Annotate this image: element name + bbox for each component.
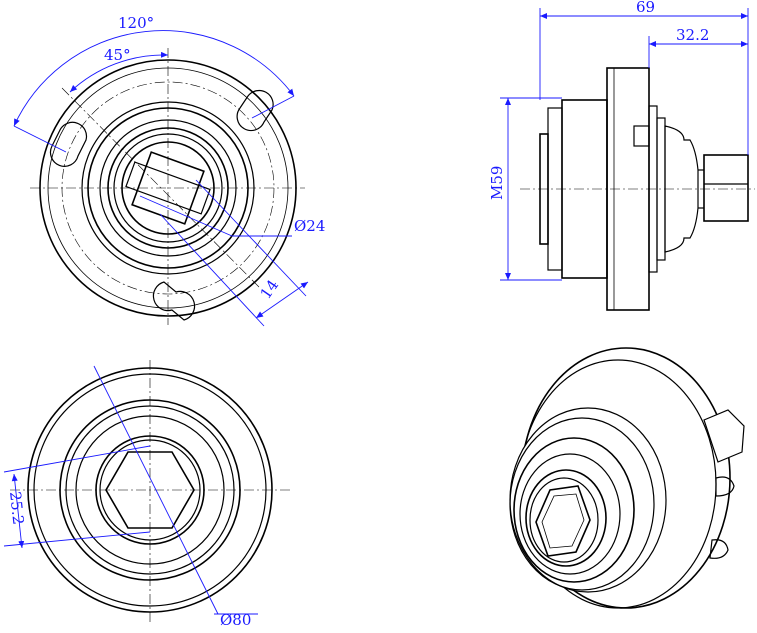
rear-view-hex [3,360,290,625]
slot-right [236,89,274,132]
side-view [500,8,755,311]
dim-hex-25-2: 25.2 [6,491,27,526]
hex-socket [105,451,195,529]
dim-len-69: 69 [636,0,655,16]
dim-dia-80: Ø80 [220,611,251,629]
dim-len-14: 14 [257,276,283,302]
dim-len-32-2: 32.2 [676,26,709,44]
iso-hex-socket [535,485,591,557]
angle-45-arc [69,51,169,93]
dim-thread-m59: M59 [488,166,506,200]
angle-120-arc [13,30,295,127]
dim-dia-24: Ø24 [294,217,325,235]
dim-angle-45: 45° [104,46,131,64]
isometric-view [509,347,745,609]
slot-bottom [152,281,196,321]
dim-angle-120: 120° [118,14,154,32]
front-view-flange [13,30,309,327]
